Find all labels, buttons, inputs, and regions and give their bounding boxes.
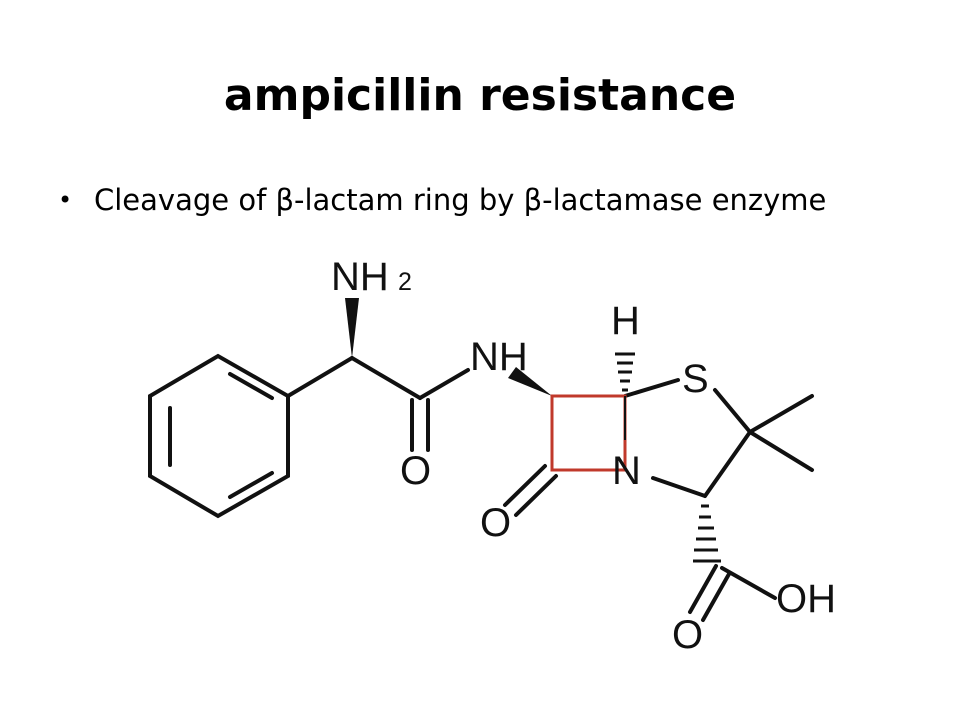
wedge-bonds bbox=[345, 298, 552, 396]
bonds bbox=[148, 353, 814, 622]
beta-hydrogen-label: H bbox=[611, 299, 640, 343]
acid-hydroxyl-label: OH bbox=[776, 577, 836, 621]
double-bond bbox=[688, 564, 718, 614]
sulfur-label: S bbox=[682, 357, 709, 401]
amide-oxygen-label: O bbox=[400, 449, 431, 493]
bond bbox=[720, 566, 777, 600]
amine-subscript: 2 bbox=[398, 268, 412, 296]
amine-label: NH bbox=[331, 255, 389, 299]
bond bbox=[418, 368, 470, 400]
wedge-bond bbox=[345, 298, 359, 358]
benzene-inner-bond bbox=[228, 471, 274, 499]
double-bond bbox=[514, 474, 558, 517]
bond bbox=[651, 476, 707, 498]
double-bond bbox=[503, 464, 547, 507]
beta-lactam-ring bbox=[550, 394, 627, 472]
acid-oxygen-label: O bbox=[672, 613, 703, 657]
bullet-dot-icon: • bbox=[58, 186, 73, 214]
benzene-ring bbox=[148, 353, 290, 519]
lactam-nitrogen-label: N bbox=[612, 449, 641, 493]
bond bbox=[623, 378, 680, 398]
bullet-item: • Cleavage of β-lactam ring by β-lactama… bbox=[58, 180, 858, 221]
bond bbox=[703, 430, 752, 498]
bond bbox=[286, 356, 354, 398]
amide-nh-label: NH bbox=[470, 335, 528, 379]
slide-title: ampicillin resistance bbox=[223, 70, 737, 121]
bond bbox=[748, 394, 814, 434]
bullet-list: • Cleavage of β-lactam ring by β-lactama… bbox=[58, 180, 858, 221]
bond bbox=[748, 430, 814, 472]
bond bbox=[350, 356, 422, 400]
wedge-bond bbox=[508, 367, 552, 396]
hashed-bonds bbox=[615, 352, 721, 563]
lactam-oxygen-label: O bbox=[480, 501, 511, 545]
bond bbox=[713, 388, 752, 434]
bullet-text: Cleavage of β-lactam ring by β-lactamase… bbox=[94, 183, 827, 217]
double-bond bbox=[701, 572, 731, 622]
benzene-inner-bond bbox=[228, 372, 274, 400]
